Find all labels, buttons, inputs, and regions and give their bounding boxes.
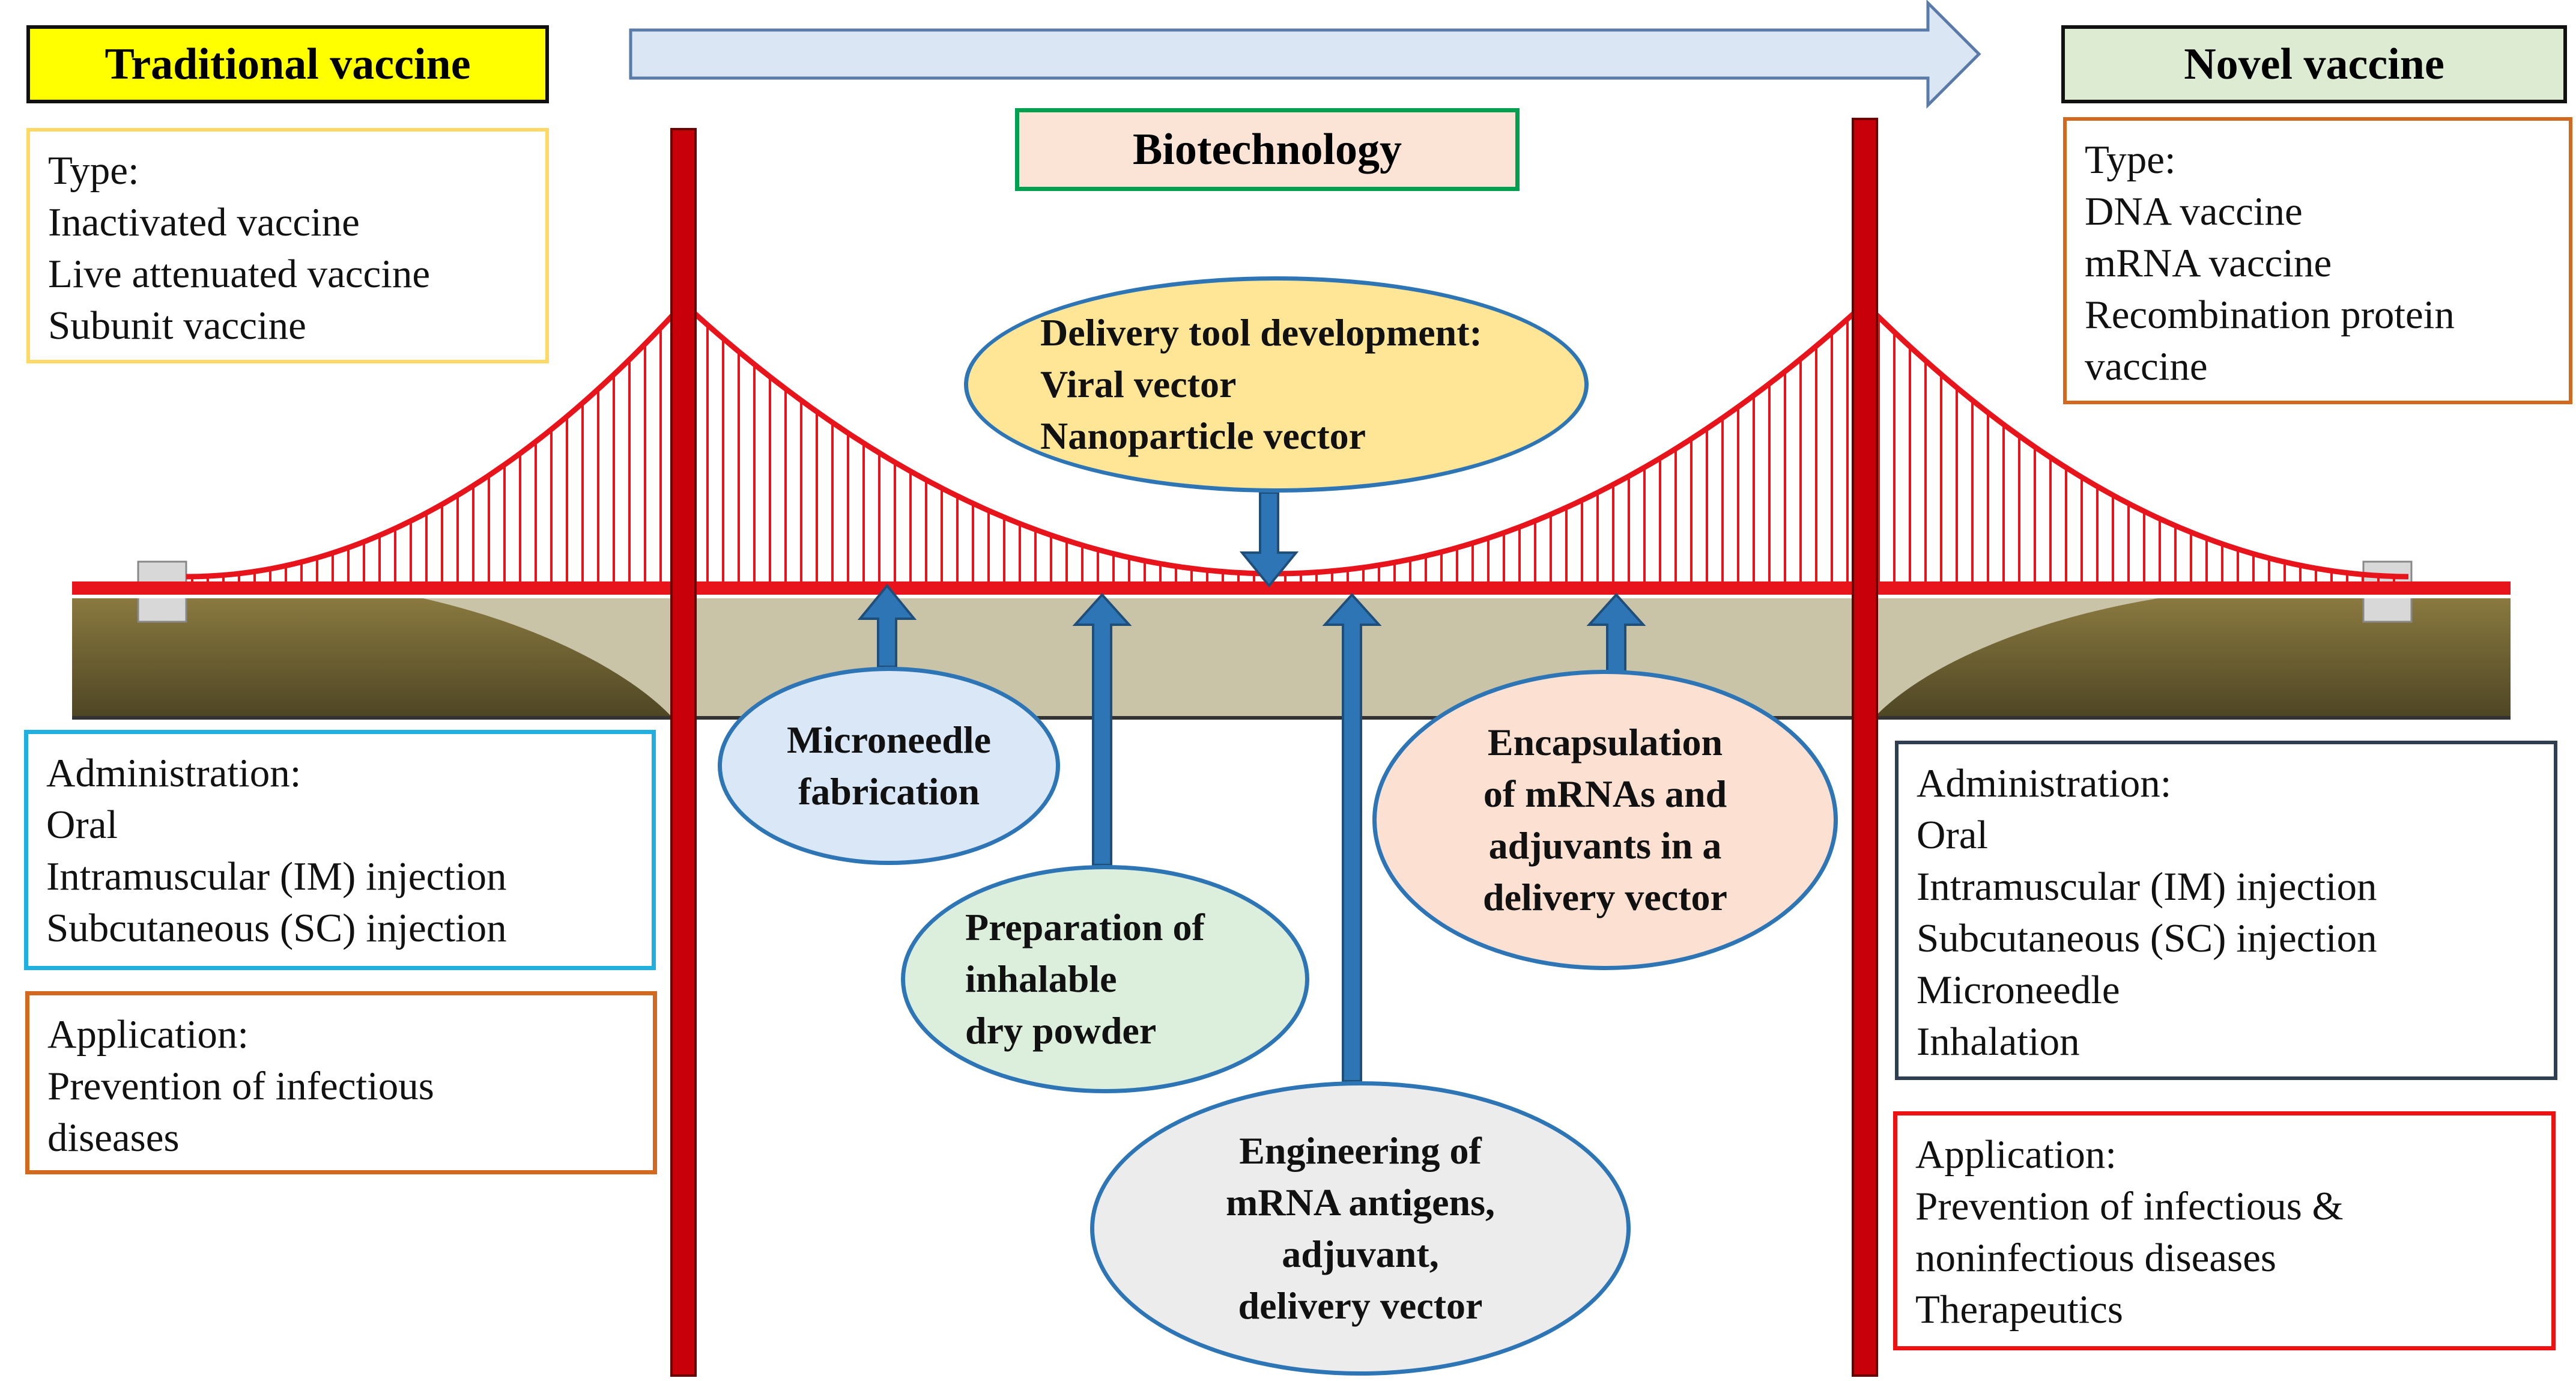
traditional-application-item: Prevention of infectious [47,1064,434,1108]
traditional-type-item: Subunit vaccine [48,303,306,348]
microneedle-text: fabrication [798,770,980,813]
engineering-up-arrow [1322,593,1382,1082]
encapsulation-up-arrow [1586,593,1646,674]
novel-type-item: mRNA vaccine [2085,241,2332,285]
traditional-administration-item: Intramuscular (IM) injection [46,854,507,899]
traditional-vaccine-title-text: Traditional vaccine [105,39,471,89]
engineering-ellipse: Engineering of mRNA antigens, adjuvant, … [1090,1081,1631,1376]
biotechnology-title-text: Biotechnology [1132,124,1402,174]
microneedle-ellipse: Microneedle fabrication [718,667,1060,865]
novel-administration-item: Inhalation [1917,1019,2080,1064]
traditional-administration-box: Administration: Oral Intramuscular (IM) … [24,730,656,970]
novel-type-label: Type: [2085,138,2176,182]
novel-application-item: Prevention of infectious & [1915,1184,2344,1228]
traditional-type-item: Inactivated vaccine [48,200,360,244]
traditional-administration-label: Administration: [46,751,302,795]
traditional-type-box: Type: Inactivated vaccine Live attenuate… [26,128,549,363]
novel-type-item: DNA vaccine [2085,189,2303,234]
main-cable [186,301,2409,580]
dry-powder-up-arrow [1072,593,1132,866]
novel-application-label: Application: [1915,1132,2117,1177]
traditional-application-item: diseases [47,1115,180,1160]
novel-administration-item: Intramuscular (IM) injection [1917,864,2377,909]
encapsulation-text: Encapsulation [1487,721,1723,763]
right-tower [1852,118,1878,1377]
dry-powder-text: Preparation of [965,906,1205,948]
novel-application-item: Therapeutics [1915,1287,2123,1332]
novel-administration-item: Oral [1917,813,1989,857]
encapsulation-ellipse: Encapsulation of mRNAs and adjuvants in … [1372,670,1838,970]
novel-application-box: Application: Prevention of infectious & … [1893,1111,2556,1350]
encapsulation-text: of mRNAs and [1483,772,1727,815]
traditional-type-label: Type: [48,148,139,193]
novel-vaccine-title-text: Novel vaccine [2184,39,2444,89]
novel-type-box: Type: DNA vaccine mRNA vaccine Recombina… [2063,117,2572,404]
engineering-text: delivery vector [1238,1284,1483,1327]
traditional-administration-item: Subcutaneous (SC) injection [46,906,507,950]
biotechnology-title: Biotechnology [1015,108,1520,191]
left-hill [72,598,673,718]
traditional-administration-item: Oral [46,803,118,847]
top-progress-arrow [629,0,1981,109]
novel-administration-box: Administration: Oral Intramuscular (IM) … [1895,741,2557,1080]
pointer-arrows [857,491,1646,1082]
novel-vaccine-title: Novel vaccine [2061,25,2567,103]
delivery-down-arrow [1239,491,1299,588]
engineering-text: mRNA antigens, [1225,1181,1496,1224]
bridge-deck-edge [72,595,2511,598]
encapsulation-text: adjuvants in a [1488,824,1722,867]
novel-type-item: vaccine [2085,344,2208,389]
encapsulation-text: delivery vector [1483,876,1727,918]
traditional-application-box: Application: Prevention of infectious di… [25,991,657,1174]
novel-type-item: Recombination protein [2085,293,2455,337]
microneedle-up-arrow [857,583,917,668]
engineering-text: Engineering of [1239,1129,1482,1172]
delivery-tool-ellipse: Delivery tool development: Viral vector … [964,276,1589,493]
novel-administration-item: Microneedle [1917,968,2120,1012]
traditional-vaccine-title: Traditional vaccine [26,25,549,103]
engineering-text: adjuvant, [1282,1233,1439,1275]
road-shadow [72,716,2511,720]
traditional-application-label: Application: [47,1012,249,1057]
novel-administration-item: Subcutaneous (SC) injection [1917,916,2377,961]
bridge-deck [72,581,2511,597]
traditional-type-item: Live attenuated vaccine [48,252,431,296]
microneedle-text: Microneedle [786,718,992,761]
novel-administration-label: Administration: [1917,761,2172,806]
novel-application-item: noninfectious diseases [1915,1236,2277,1280]
dry-powder-ellipse: Preparation of inhalable dry powder [901,865,1309,1093]
right-hill [1874,598,2511,718]
delivery-tool-item: Viral vector [1040,363,1237,405]
left-tower [670,128,697,1377]
delivery-tool-heading: Delivery tool development: [1040,311,1482,354]
dry-powder-text: inhalable [965,958,1117,1000]
dry-powder-text: dry powder [965,1009,1157,1052]
delivery-tool-item: Nanoparticle vector [1040,414,1366,457]
